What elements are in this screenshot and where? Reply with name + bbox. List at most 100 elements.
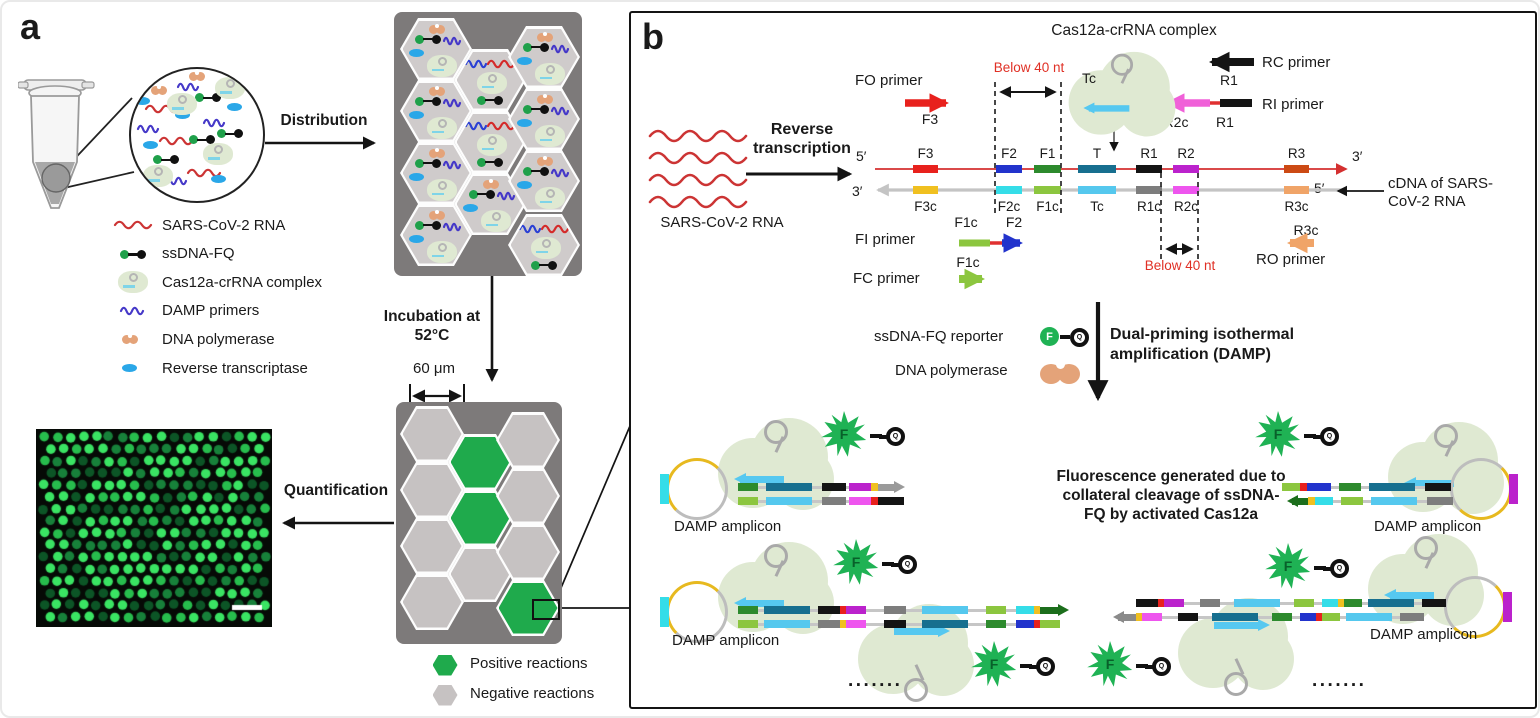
damp-amplicon-label-2: DAMP amplicon [1374,518,1482,535]
amplicon-segment-F3 [1034,620,1040,628]
damp-primer-icon [442,98,461,107]
strand-gap [1258,615,1272,619]
strand-gap [1220,601,1234,605]
fluorophore-icon: F [1040,327,1059,346]
amplicon-segment-F1 [1344,599,1362,607]
sars-cov-2-rna-icon [113,220,153,230]
ssdna-fq-icon [217,129,243,139]
legend-item-label: Reverse transcriptase [162,359,308,377]
fluorescence-burst [833,539,879,585]
amplicon-segment-R2 [846,606,866,614]
amplicon-end-arrow [1292,497,1308,505]
segment-R1c [1136,186,1162,194]
strand-gap [758,622,764,626]
cas12a-crrna-complex-icon [534,124,565,147]
amplicon-loop [666,458,728,520]
scale-60um-label: 60 μm [413,360,455,377]
below-40nt-top-label: Below 40 nt [993,60,1065,75]
sars-rna-icon [486,59,515,68]
amplicon-end-arrow [1040,606,1058,614]
amplicon-segment-T [922,620,968,628]
damp-primer-icon [550,106,569,115]
reporter-linker-icon [1060,335,1070,339]
strand-gap [1198,615,1212,619]
amplicon-segment-F1c [738,620,758,628]
crrna-spacer-arrow [1088,105,1130,112]
dna-polymerase-label: DNA polymerase [895,362,1008,379]
quencher-icon: Q [1070,328,1089,347]
reverse-transcriptase-icon [408,234,424,243]
amplicon-segment-R1 [1136,599,1158,607]
amplicon-loop-cap [1509,474,1518,504]
legend-item: Reverse transcriptase [110,355,370,381]
damp-primer-icon [518,224,541,233]
fluorescence-burst [971,641,1017,687]
cleaved-fluorophore-burst-icon: F [1086,640,1134,688]
well-zoom-box [532,599,560,620]
amplicon-segment-F3c [840,620,846,628]
damp-primer-icon [550,168,569,177]
fluorescence-text-2: collateral cleavage of ssDNA- [1062,487,1280,504]
amplicon-segment-R2 [1164,599,1184,607]
cas12a-crrna-complex-icon [426,116,457,139]
amplicon-segment-F2 [1300,613,1316,621]
cas12a-crrna-complex-icon [118,271,148,294]
segment-R3 [1284,165,1309,173]
segment-label-F3: F3 [917,146,934,161]
amplicon-segment-F2c [1315,497,1333,505]
amplicon-segment-R1c [822,497,846,505]
rc-primer-site: R1 [1220,72,1238,88]
quencher-nub [891,562,899,567]
dna-polymerase-icon [482,178,500,189]
strand-gap [866,608,884,612]
amplicon-segment-Tc [766,497,812,505]
amplicon-segment-F1c [1294,599,1314,607]
reverse-transcriptase-icon [143,141,158,149]
damp-amplicon-label-4: DAMP amplicon [1370,626,1478,643]
crrna-spacer-arrow [1214,622,1258,629]
crrna-hairpin-icon [1224,672,1248,696]
cas12a-cloud [1176,594,1296,698]
sample-tube-icon [18,79,95,209]
cas12a-crrna-complex-icon [534,186,565,209]
reverse-transcriptase-icon [135,97,150,105]
amplicon-segment-F3c [1136,613,1142,621]
amplicon-segment-Tc [922,606,968,614]
amplicon-segment-R1c [818,620,840,628]
negative-well-hex [496,524,560,580]
damp-primer-icon [464,121,487,130]
amplicon-segment-F2 [1307,483,1331,491]
damp-primer-icon [202,118,226,128]
crrna-spacer-arrow [894,628,938,635]
strand-gap [1362,601,1368,605]
positive-reaction-label: Positive reactions [470,655,588,672]
amplicon-segment-F2c [1322,599,1338,607]
amplicon-segment-R1 [1422,599,1446,607]
incubation-label-2: 52°C [414,327,450,344]
sars-cov-2-rna-icon [110,213,156,237]
cleaved-quencher-icon: Q [1036,657,1055,676]
panel-b-frame [629,11,1537,709]
ellipsis-dots-1: ....... [848,670,903,691]
strand-gap [866,622,884,626]
fo-primer-site: F3 [921,111,939,127]
ri-primer-site-2: R1 [1216,114,1234,130]
fi-primer-site-1: F1c [954,214,978,230]
ssdna-fq-icon [476,95,503,106]
segment-F2 [996,165,1022,173]
fi-primer-label: FI primer [855,231,915,248]
crrna-spacer-arrowhead [938,625,956,637]
reverse-transcriptase-icon [175,111,190,119]
sars-rna-icon [486,121,515,130]
strand-gap [810,608,818,612]
legend-item-label: DAMP primers [162,302,260,320]
dna-polymerase-icon [536,31,554,42]
crrna-spacer-arrowhead [728,473,746,485]
amplicon-segment-R1c [1427,497,1453,505]
segment-R2c [1173,186,1199,194]
segment-F3c [913,186,938,194]
amplicon-segment-F1c [1282,483,1300,491]
burst-f-letter: F [1273,426,1283,442]
damp-primer-icon [136,124,160,134]
ssdna-fq-icon [414,158,441,169]
